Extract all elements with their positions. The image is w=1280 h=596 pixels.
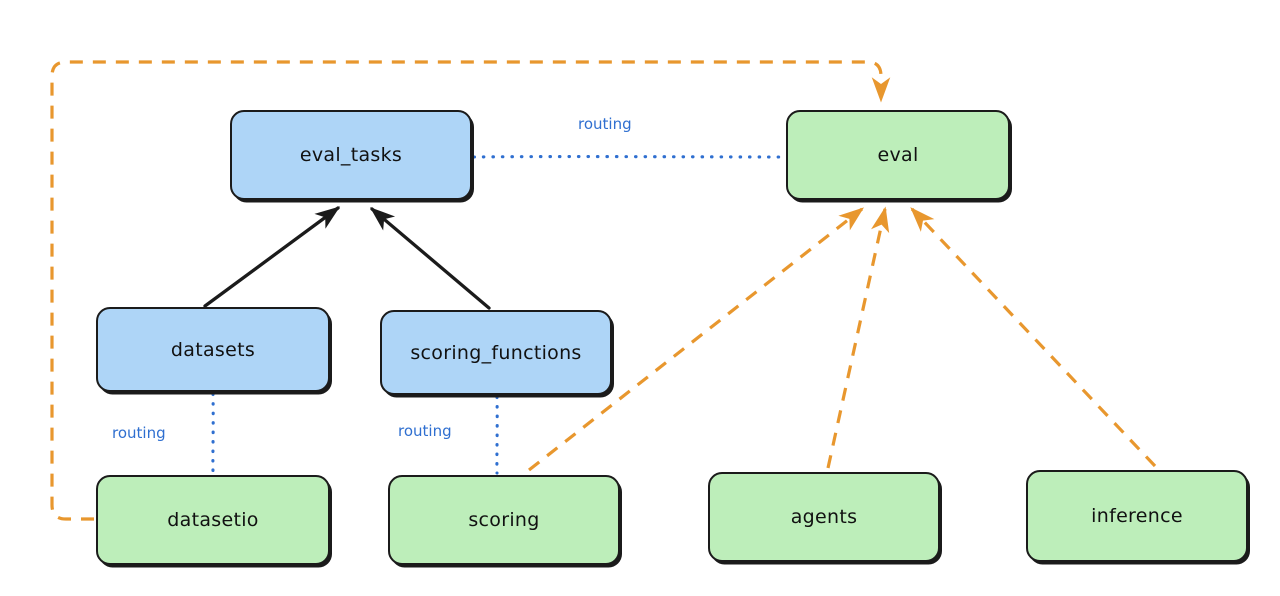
edge-label-datasetio-routing: routing [112,424,166,442]
edge-label-scoring-routing: routing [398,422,452,440]
node-label-inference: inference [1091,505,1183,527]
edge-scoring-to-eval [528,207,865,472]
node-scoring[interactable]: scoring [388,475,620,565]
edge-scoring-functions-to-eval-tasks [369,207,491,310]
node-agents[interactable]: agents [708,472,940,562]
node-label-eval: eval [877,144,919,166]
node-datasets[interactable]: datasets [96,307,330,392]
node-datasetio[interactable]: datasetio [96,475,330,565]
edge-datasets-to-eval-tasks [203,206,341,308]
node-eval-tasks[interactable]: eval_tasks [230,110,472,200]
node-label-agents: agents [790,506,858,528]
node-scoring-functions[interactable]: scoring_functions [380,310,612,395]
node-eval[interactable]: eval [786,110,1010,200]
node-inference[interactable]: inference [1026,470,1248,562]
node-label-scoring: scoring [468,509,540,531]
edge-label-eval-routing: routing [578,115,632,133]
node-label-datasetio: datasetio [167,509,259,531]
edge-agents-to-eval [826,206,890,469]
edge-inference-to-eval [910,207,1157,468]
edge-datasetio-to-eval [50,60,891,521]
node-label-scoring-functions: scoring_functions [410,341,582,364]
node-label-datasets: datasets [170,338,256,361]
node-label-eval-tasks: eval_tasks [299,144,403,166]
